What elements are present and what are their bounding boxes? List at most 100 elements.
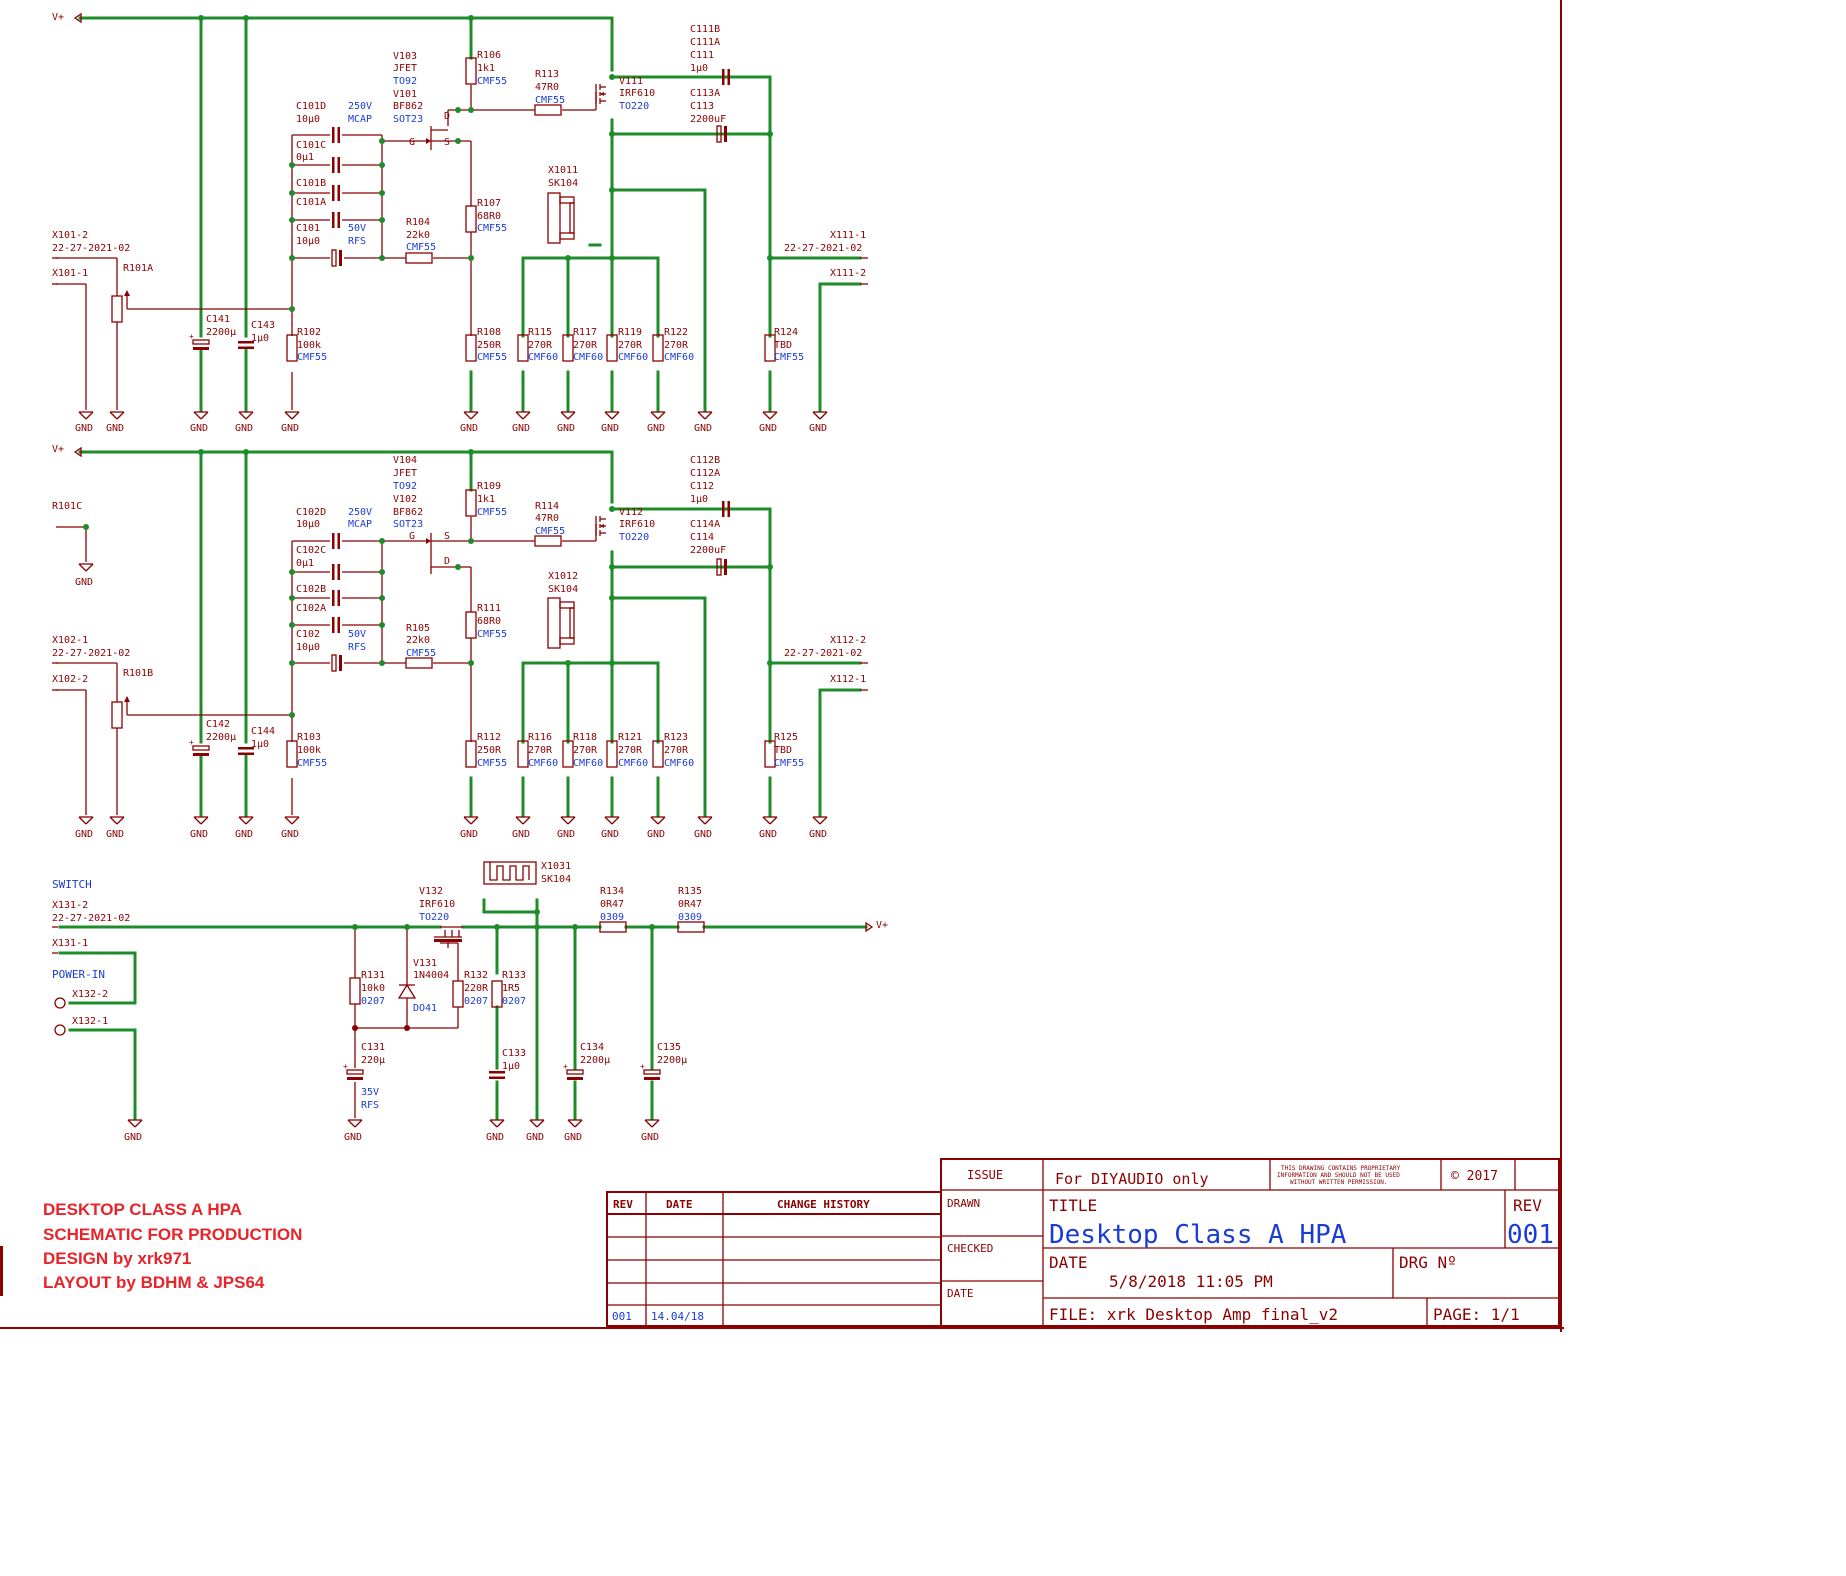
to92-label: TO92 (393, 481, 417, 492)
gnd-label: GND (557, 423, 575, 434)
v111-type: IRF610 (619, 88, 655, 99)
c135-label: C135 (657, 1042, 681, 1053)
gnd-label: GND (557, 829, 575, 840)
c101d-label: C101D (296, 101, 326, 112)
gnd-label: GND (190, 423, 208, 434)
x112-2-part: 22-27-2021-02 (784, 648, 862, 659)
jfet-label: JFET (393, 468, 417, 479)
x111-2-label: X111-2 (830, 268, 866, 279)
r135-package: 0309 (678, 912, 702, 923)
r113-package: CMF55 (535, 95, 565, 106)
r103-package: CMF55 (297, 758, 327, 769)
r101c-label: R101C (52, 501, 82, 512)
gnd-label: GND (75, 577, 93, 588)
r102-label: R102 (297, 327, 321, 338)
gnd-label: GND (564, 1132, 582, 1143)
gnd-label: GND (281, 829, 299, 840)
r101a-label: R101A (123, 263, 153, 274)
gnd-label: GND (759, 423, 777, 434)
note-schematic: SCHEMATIC FOR PRODUCTION (43, 1225, 302, 1244)
c114-value: 2200uF (690, 545, 726, 556)
file-name: FILE: xrk Desktop Amp final_v2 (1049, 1305, 1338, 1324)
c102-value: 10µ0 (296, 642, 320, 653)
c133-label: C133 (502, 1048, 526, 1059)
history-rev-header: REV (613, 1198, 633, 1211)
r107-package: CMF55 (477, 223, 507, 234)
gnd-label: GND (526, 1132, 544, 1143)
r113-value: 47R0 (535, 82, 559, 93)
x1012-label: X1012 (548, 571, 578, 582)
r122-value: 270R (664, 340, 689, 351)
r124-value: TBD (774, 340, 792, 351)
for-diyaudio: For DIYAUDIO only (1055, 1170, 1209, 1188)
copyright-label: © 2017 (1451, 1169, 1498, 1184)
x1012-type: SK104 (548, 584, 578, 595)
c112-label: C112 (690, 481, 714, 492)
note-layout: LAYOUT by BDHM & JPS64 (43, 1273, 265, 1292)
c102-label: C102 (296, 629, 320, 640)
drawing-title: Desktop Class A HPA (1049, 1220, 1347, 1250)
50v-label: 50V (348, 223, 366, 234)
x1031-label: X1031 (541, 861, 571, 872)
r112-label: R112 (477, 732, 501, 743)
x112-1-label: X112-1 (830, 674, 866, 685)
r117-value: 270R (573, 340, 598, 351)
c101b-label: C101B (296, 178, 326, 189)
c102d-value: 10µ0 (296, 519, 320, 530)
r107-label: R107 (477, 198, 501, 209)
gnd-label: GND (601, 423, 619, 434)
x1031-type: SK104 (541, 874, 571, 885)
r103-label: R103 (297, 732, 321, 743)
r132-package: 0207 (464, 996, 488, 1007)
r106-label: R106 (477, 50, 501, 61)
r131-label: R131 (361, 970, 385, 981)
c144-label: C144 (251, 726, 275, 737)
r123-package: CMF60 (664, 758, 694, 769)
gnd-label: GND (694, 423, 712, 434)
c131-type: RFS (361, 1100, 379, 1111)
c111-value: 1µ0 (690, 63, 708, 74)
c142-label: C142 (206, 719, 230, 730)
r119-label: R119 (618, 327, 642, 338)
r132-value: 220R (464, 983, 489, 994)
r123-value: 270R (664, 745, 689, 756)
r121-value: 270R (618, 745, 643, 756)
r107-value: 68R0 (477, 211, 501, 222)
r103-value: 100k (297, 745, 321, 756)
pin-s: S (444, 531, 450, 542)
r115-label: R115 (528, 327, 552, 338)
r104-label: R104 (406, 217, 430, 228)
page-number: PAGE: 1/1 (1433, 1305, 1520, 1324)
gnd-label: GND (106, 829, 124, 840)
r125-value: TBD (774, 745, 792, 756)
r106-value: 1k1 (477, 63, 495, 74)
r131-package: 0207 (361, 996, 385, 1007)
r131-value: 10k0 (361, 983, 385, 994)
history-date-header: DATE (666, 1198, 693, 1211)
gnd-label: GND (809, 423, 827, 434)
date-label: DATE (1049, 1253, 1088, 1272)
proprietary-line-2: INFORMATION AND SHOULD NOT BE USED (1277, 1172, 1400, 1179)
gnd-label: GND (124, 1132, 142, 1143)
c101c-label: C101C (296, 140, 326, 151)
r132-label: R132 (464, 970, 488, 981)
proprietary-line-1: THIS DRAWING CONTAINS PROPRIETARY (1281, 1165, 1401, 1172)
c143-label: C143 (251, 320, 275, 331)
pin-g: G (409, 531, 415, 542)
x1011-label: X1011 (548, 165, 578, 176)
v132-package: TO220 (419, 912, 449, 923)
vplus-label: V+ (52, 12, 64, 23)
note-title: DESKTOP CLASS A HPA (43, 1200, 242, 1219)
to92-label: TO92 (393, 76, 417, 87)
r134-label: R134 (600, 886, 624, 897)
c112-value: 1µ0 (690, 494, 708, 505)
r111-value: 68R0 (477, 616, 501, 627)
r111-label: R111 (477, 603, 501, 614)
gnd-label: GND (512, 829, 530, 840)
x1011-type: SK104 (548, 178, 578, 189)
gnd-label: GND (75, 829, 93, 840)
v104-label: V104 (393, 455, 417, 466)
r106-package: CMF55 (477, 76, 507, 87)
date2-label: DATE (947, 1287, 974, 1300)
gnd-label: GND (641, 1132, 659, 1143)
